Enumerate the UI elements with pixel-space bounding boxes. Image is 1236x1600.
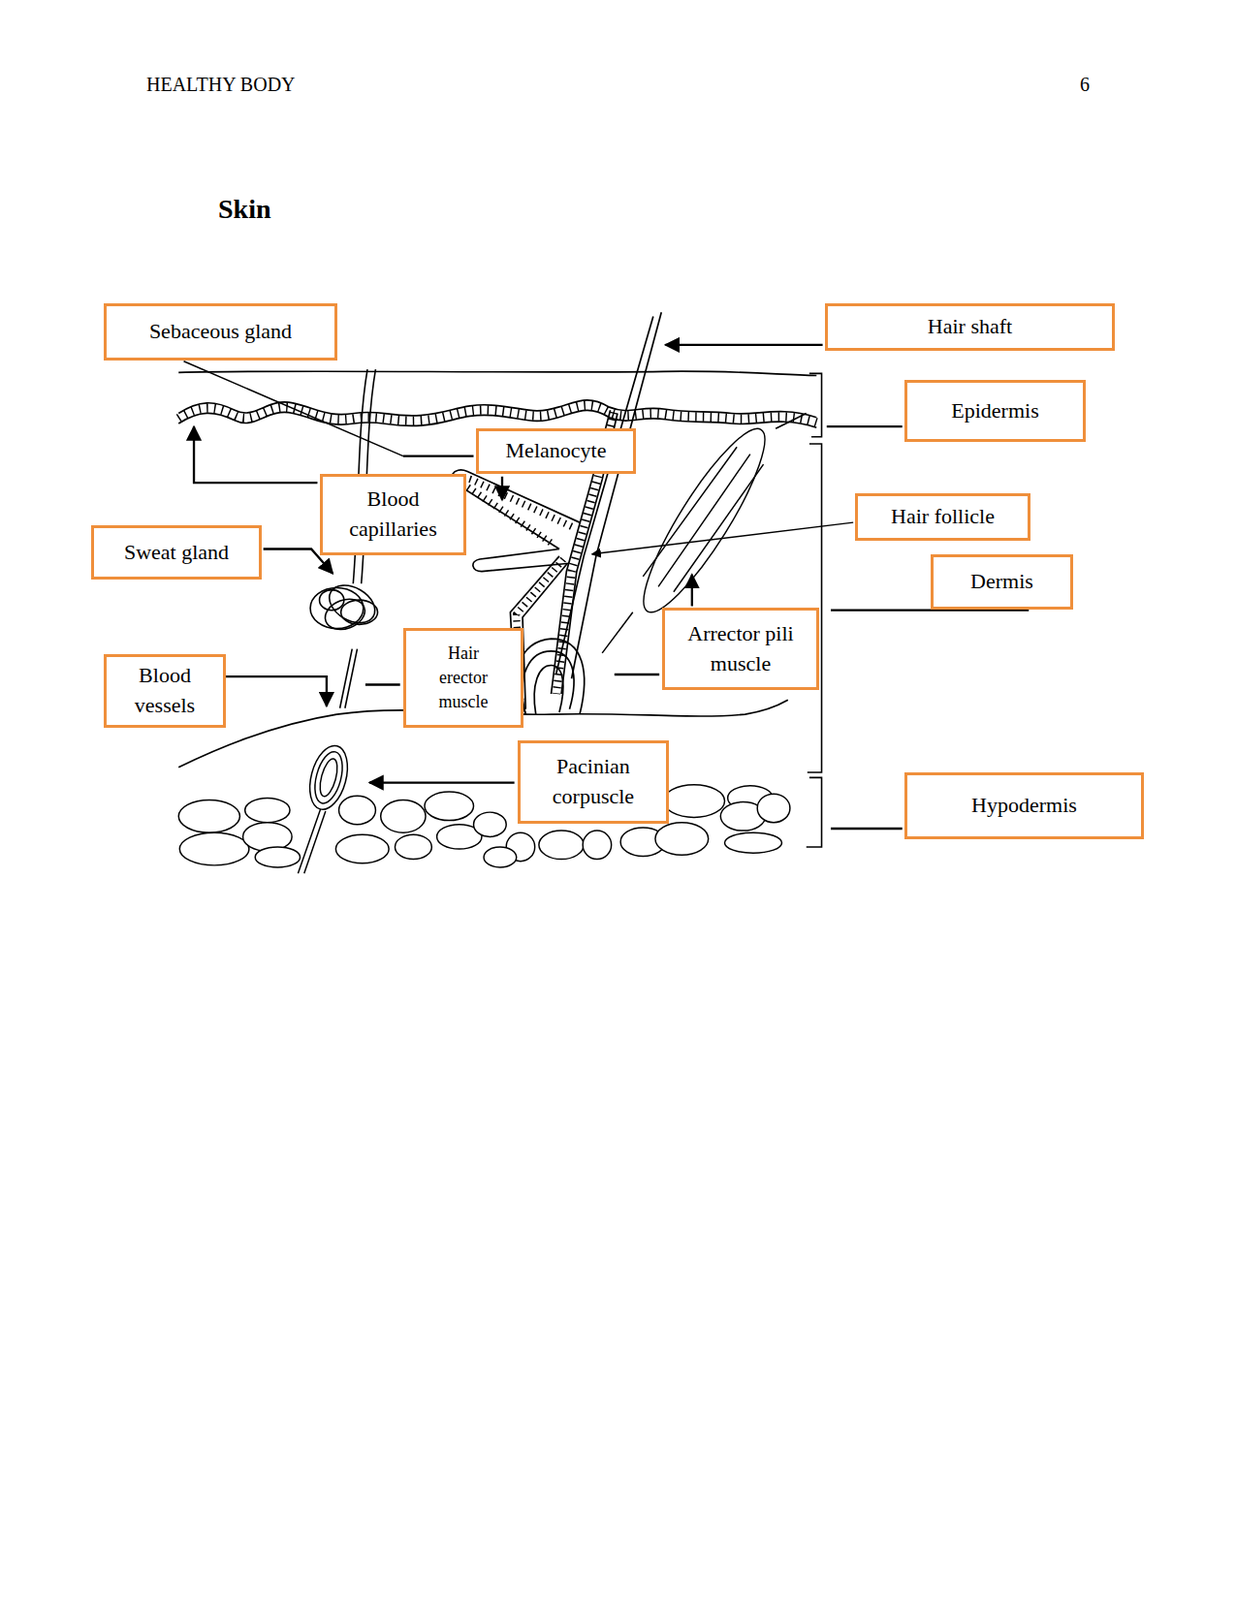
fat-cells-part bbox=[483, 847, 517, 868]
page-number: 6 bbox=[1079, 73, 1090, 96]
skin-layers-part bbox=[178, 400, 817, 418]
box-label: Melanocyte bbox=[506, 436, 607, 467]
fat-cells-part bbox=[339, 795, 377, 824]
box-label: Dermis bbox=[970, 567, 1034, 598]
label-box: Melanocyte bbox=[475, 428, 636, 475]
label-box: Hair erector muscle bbox=[403, 628, 524, 729]
label-box: Hypodermis bbox=[904, 772, 1144, 840]
fat-cells-part bbox=[380, 800, 426, 834]
arrector-pili-part bbox=[626, 416, 782, 625]
box-label: Sebaceous gland bbox=[149, 316, 292, 348]
skin-layers bbox=[178, 371, 817, 768]
leader-lines-part bbox=[193, 426, 317, 483]
fat-cells-part bbox=[254, 847, 300, 868]
box-label: Blood vessels bbox=[114, 661, 216, 722]
box-label: Hair erector muscle bbox=[421, 641, 506, 716]
leader-lines-part bbox=[365, 683, 401, 686]
box-label: Epidermis bbox=[950, 396, 1039, 427]
arrector-pili-part bbox=[642, 446, 763, 593]
leader-lines-part bbox=[369, 781, 515, 784]
page-title: Skin bbox=[218, 193, 272, 225]
hair-and-follicle bbox=[512, 312, 662, 715]
fat-cells-part bbox=[178, 800, 240, 834]
leader-lines-part bbox=[614, 673, 660, 676]
box-label: Arrector pili muscle bbox=[674, 619, 807, 680]
label-box: Epidermis bbox=[904, 380, 1086, 443]
fat-cells-part bbox=[655, 823, 709, 856]
leader-lines-part bbox=[501, 476, 504, 501]
label-box: Hair shaft bbox=[824, 303, 1115, 351]
fat-cells-part bbox=[335, 834, 389, 863]
leader-lines-part bbox=[184, 361, 404, 457]
leader-lines bbox=[184, 345, 1030, 829]
running-header: HEALTHY BODY bbox=[146, 73, 296, 96]
leader-lines-part bbox=[665, 344, 823, 347]
fat-cells-part bbox=[424, 792, 475, 821]
skin-layers-part bbox=[178, 405, 817, 423]
hair-and-follicle-part bbox=[571, 312, 663, 679]
label-box: Blood vessels bbox=[103, 654, 226, 729]
fat-cells-part bbox=[582, 830, 611, 859]
box-label: Hypodermis bbox=[971, 791, 1078, 822]
sebaceous-gland-shape-part bbox=[451, 470, 580, 550]
label-box: Hair follicle bbox=[855, 493, 1031, 541]
fat-cells-part bbox=[245, 797, 290, 823]
box-label: Hair shaft bbox=[927, 312, 1013, 343]
label-box: Dermis bbox=[930, 554, 1074, 610]
label-box: Pacinian corpuscle bbox=[517, 740, 669, 824]
pacinian-corpuscle-shape-part bbox=[310, 749, 349, 807]
box-label: Hair follicle bbox=[890, 502, 995, 533]
leader-lines-part bbox=[830, 827, 903, 830]
fat-cells-part bbox=[179, 832, 250, 866]
fat-cells-part bbox=[725, 832, 783, 854]
fat-cells-part bbox=[474, 812, 508, 837]
sweat-gland-shape-part bbox=[319, 590, 345, 611]
sweat-gland-shape-part bbox=[322, 577, 382, 631]
sebaceous-gland-shape-part bbox=[522, 563, 568, 710]
sweat-gland-shape-part bbox=[340, 649, 358, 709]
hair-and-follicle-part bbox=[522, 651, 574, 715]
label-box: Sebaceous gland bbox=[103, 303, 338, 361]
leader-lines-part bbox=[826, 425, 903, 428]
fat-cells-part bbox=[394, 834, 432, 859]
sweat-gland-shape-part bbox=[341, 600, 379, 625]
label-box: Arrector pili muscle bbox=[662, 607, 820, 691]
label-box: Blood capillaries bbox=[319, 474, 467, 556]
hair-and-follicle-part bbox=[534, 665, 564, 716]
leader-lines-part bbox=[592, 522, 855, 555]
box-label: Blood capillaries bbox=[332, 484, 454, 545]
fat-cells-part bbox=[538, 830, 584, 859]
leader-lines-part bbox=[403, 455, 475, 458]
leader-lines-part bbox=[691, 574, 694, 607]
fat-cells-part bbox=[663, 785, 725, 819]
pacinian-corpuscle-shape-part bbox=[297, 809, 325, 874]
layer-brackets-part bbox=[806, 777, 823, 848]
sebaceous-gland-shape-part bbox=[516, 559, 564, 707]
leader-lines-part bbox=[222, 676, 327, 707]
skin-layers-part bbox=[178, 410, 817, 428]
fat-cells-part bbox=[757, 793, 791, 823]
pacinian-corpuscle-shape-part bbox=[316, 757, 342, 798]
box-label: Sweat gland bbox=[124, 538, 229, 569]
skin-layers-part bbox=[178, 371, 817, 376]
layer-brackets-part bbox=[809, 373, 823, 437]
label-box: Sweat gland bbox=[91, 525, 262, 580]
box-label: Pacinian corpuscle bbox=[530, 752, 657, 813]
sebaceous-gland-shape-part bbox=[462, 478, 572, 544]
fat-cells bbox=[178, 785, 791, 868]
